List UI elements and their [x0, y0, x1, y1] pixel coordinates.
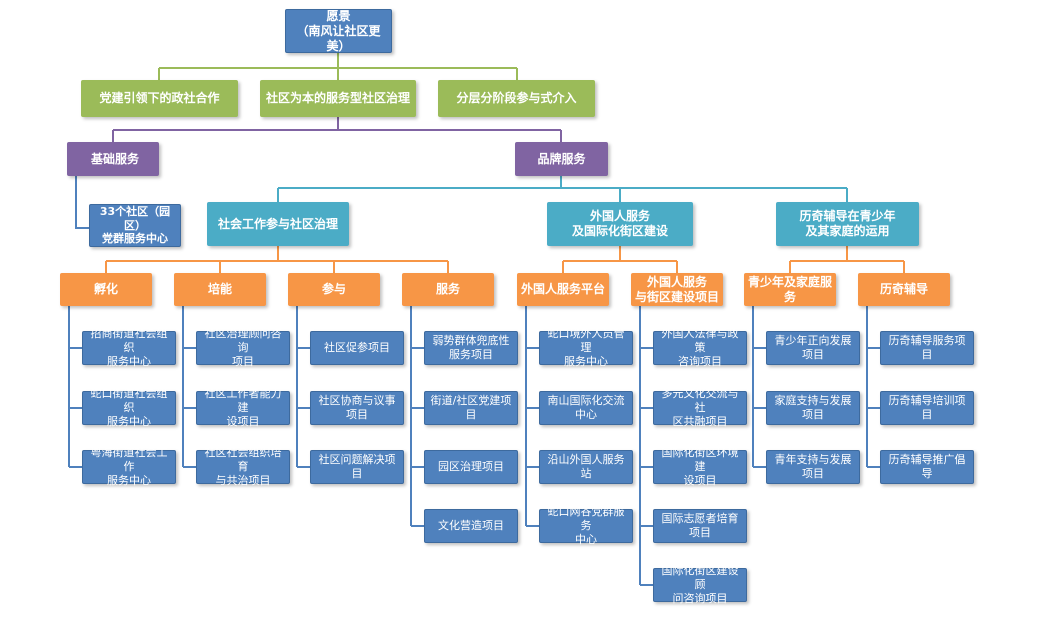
leaf-serve-2: 街道/社区党建项目 [424, 391, 518, 425]
leaf-empower-3: 社区社会组织培育 与共治项目 [196, 446, 290, 487]
leaf-lichi-3: 历奇辅导推广倡导 [880, 450, 974, 484]
leaf-incubate-1: 招商街道社会组织 服务中心 [82, 327, 176, 368]
leaf-label: 园区治理项目 [438, 460, 504, 474]
basic-service-leaf: 33个社区（园区） 党群服务中心 [89, 204, 181, 247]
leaf-serve-3: 园区治理项目 [424, 450, 518, 484]
leaf-label: 蛇口街道社会组织 服务中心 [90, 387, 168, 428]
subgroup-serve: 服务 [402, 273, 494, 306]
leaf-label: 历奇辅导培训项目 [888, 394, 966, 421]
leaf-foreign-street-5: 国际化街区建设顾 问咨询项目 [653, 564, 747, 605]
leaf-lichi-1: 历奇辅导服务项目 [880, 331, 974, 365]
vision-title: 愿景 [326, 8, 351, 23]
strategy-participatory-intervention: 分层分阶段参与式介入 [438, 80, 595, 117]
strategy-party-cooperation: 党建引领下的政社合作 [81, 80, 238, 117]
leaf-empower-2: 社区工作者能力建 设项目 [196, 387, 290, 428]
leaf-empower-1: 社区治理顾问咨询 项目 [196, 327, 290, 368]
leaf-label: 文化营造项目 [438, 519, 504, 533]
leaf-lichi-2: 历奇辅导培训项目 [880, 391, 974, 425]
leaf-label: 南山国际化交流 中心 [547, 394, 625, 421]
leaf-label: 社区问题解决项目 [318, 453, 396, 480]
leaf-label: 弱势群体兜底性 服务项目 [432, 334, 510, 361]
vision-subtitle: （南风让社区更美） [296, 23, 381, 53]
subgroup-foreigner-street: 外国人服务 与街区建设项目 [631, 273, 723, 306]
subgroup-empower: 培能 [174, 273, 266, 306]
category-basic-services: 基础服务 [67, 142, 159, 176]
program-foreigner-label: 外国人服务 及国际化街区建设 [571, 209, 668, 238]
program-foreigner-services: 外国人服务 及国际化街区建设 [547, 202, 693, 246]
leaf-label: 社区治理顾问咨询 项目 [204, 327, 282, 368]
leaf-label: 外国人法律与政策 咨询项目 [661, 327, 739, 368]
leaf-label: 家庭支持与发展 项目 [774, 394, 852, 421]
leaf-label: 国际志愿者培育 项目 [661, 512, 739, 539]
leaf-foreign-street-2: 多元文化交流与社 区共融项目 [653, 387, 747, 428]
leaf-foreign-platform-2: 南山国际化交流 中心 [539, 391, 633, 425]
program-lichi-label: 历奇辅导在青少年 及其家庭的运用 [799, 209, 896, 238]
leaf-label: 粤海街道社会工作 服务中心 [90, 446, 168, 487]
leaf-foreign-platform-4: 蛇口网谷党群服务 中心 [539, 505, 633, 546]
leaf-label: 蛇口境外人员管理 服务中心 [547, 327, 625, 368]
subgroup-participate: 参与 [288, 273, 380, 306]
program-lichi-guidance: 历奇辅导在青少年 及其家庭的运用 [776, 202, 919, 246]
leaf-label: 社区社会组织培育 与共治项目 [204, 446, 282, 487]
vision-root-node: 愿景 （南风让社区更美） [285, 9, 392, 53]
leaf-label: 社区促参项目 [324, 341, 390, 355]
category-brand-services: 品牌服务 [515, 142, 608, 176]
leaf-foreign-street-3: 国际化街区环境建 设项目 [653, 446, 747, 487]
leaf-label: 历奇辅导服务项目 [888, 334, 966, 361]
leaf-serve-4: 文化营造项目 [424, 509, 518, 543]
leaf-youth-2: 家庭支持与发展 项目 [766, 391, 860, 425]
leaf-label: 国际化街区环境建 设项目 [661, 446, 739, 487]
subgroup-youth-family: 青少年及家庭服务 [744, 273, 836, 306]
leaf-label: 历奇辅导推广倡导 [888, 453, 966, 480]
leaf-label: 沿山外国人服务站 [547, 453, 625, 480]
strategy-community-governance: 社区为本的服务型社区治理 [260, 80, 416, 117]
leaf-label: 街道/社区党建项目 [430, 394, 512, 421]
leaf-foreign-platform-1: 蛇口境外人员管理 服务中心 [539, 327, 633, 368]
leaf-label: 社区工作者能力建 设项目 [204, 387, 282, 428]
leaf-youth-3: 青年支持与发展 项目 [766, 450, 860, 484]
subgroup-incubate: 孵化 [60, 273, 152, 306]
leaf-participate-3: 社区问题解决项目 [310, 450, 404, 484]
leaf-label: 国际化街区建设顾 问咨询项目 [661, 564, 739, 605]
leaf-label: 青少年正向发展 项目 [774, 334, 852, 361]
leaf-incubate-3: 粤海街道社会工作 服务中心 [82, 446, 176, 487]
leaf-participate-2: 社区协商与议事 项目 [310, 391, 404, 425]
leaf-label: 招商街道社会组织 服务中心 [90, 327, 168, 368]
basic-service-leaf-label: 33个社区（园区） 党群服务中心 [99, 204, 171, 246]
leaf-serve-1: 弱势群体兜底性 服务项目 [424, 331, 518, 365]
leaf-foreign-street-4: 国际志愿者培育 项目 [653, 509, 747, 543]
leaf-foreign-street-1: 外国人法律与政策 咨询项目 [653, 327, 747, 368]
leaf-youth-1: 青少年正向发展 项目 [766, 331, 860, 365]
leaf-label: 社区协商与议事 项目 [318, 394, 396, 421]
leaf-foreign-platform-3: 沿山外国人服务站 [539, 450, 633, 484]
leaf-label: 蛇口网谷党群服务 中心 [547, 505, 625, 546]
program-social-work: 社会工作参与社区治理 [207, 202, 349, 246]
subgroup-foreigner-street-label: 外国人服务 与街区建设项目 [635, 274, 720, 304]
leaf-participate-1: 社区促参项目 [310, 331, 404, 365]
leaf-label: 多元文化交流与社 区共融项目 [661, 387, 739, 428]
leaf-incubate-2: 蛇口街道社会组织 服务中心 [82, 387, 176, 428]
subgroup-lichi-coach: 历奇辅导 [858, 273, 950, 306]
leaf-label: 青年支持与发展 项目 [774, 453, 852, 480]
subgroup-foreigner-platform: 外国人服务平台 [517, 273, 609, 306]
